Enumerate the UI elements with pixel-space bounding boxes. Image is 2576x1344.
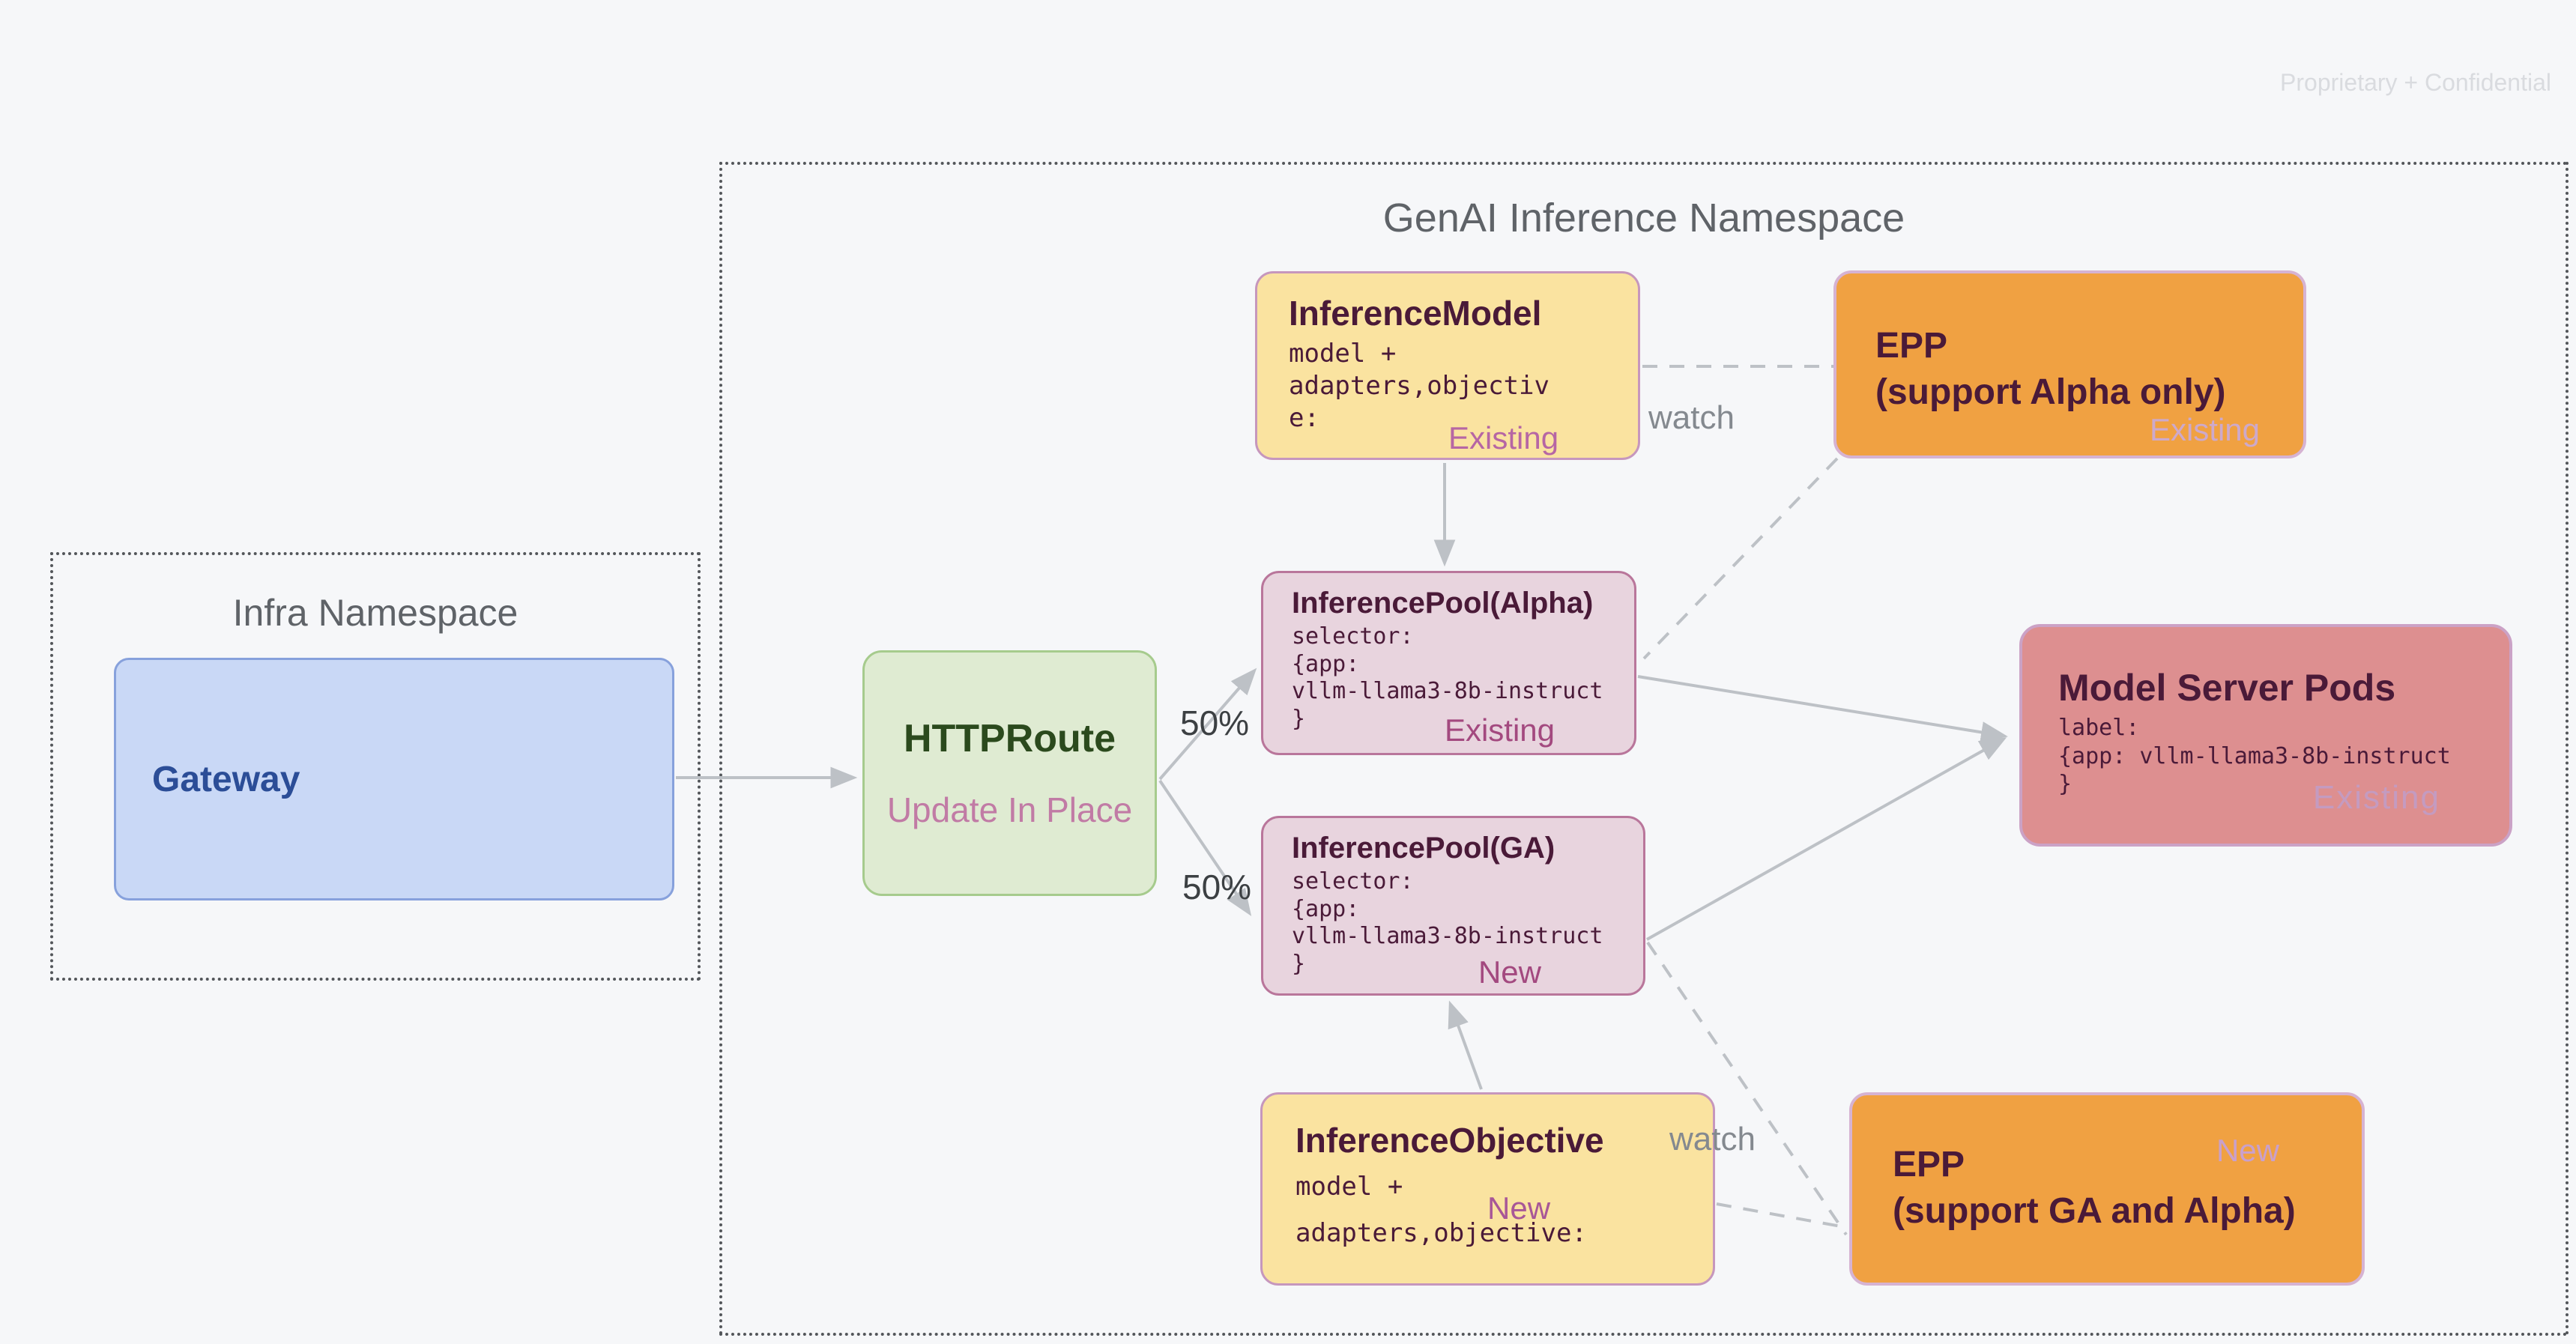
inference-model-spec: model + adapters,objectiv e: <box>1289 339 1549 433</box>
epp-ga-title: EPP (support GA and Alpha) <box>1893 1145 2296 1232</box>
pool-ga-status-badge: New <box>1478 954 1541 990</box>
node-inference-model: InferenceModel model + adapters,objectiv… <box>1255 271 1640 460</box>
node-inference-pool-ga: InferencePool(GA) selector: {app: vllm-l… <box>1261 816 1645 996</box>
model-pods-title: Model Server Pods <box>2058 667 2396 709</box>
arrow-httproute-to-pool-ga <box>1158 779 1252 916</box>
epp-ga-status-badge: New <box>2216 1133 2279 1168</box>
dashed-epp-alpha-to-pool-alpha <box>1642 457 1839 660</box>
traffic-split-label-top: 50% <box>1180 703 1250 742</box>
watch-label-top: watch <box>1648 399 1735 436</box>
pool-alpha-status-badge: Existing <box>1444 712 1555 748</box>
watch-label-bottom: watch <box>1669 1121 1756 1157</box>
node-model-server-pods: Model Server Pods label: {app: vllm-llam… <box>2019 624 2512 847</box>
node-inference-objective: InferenceObjective model + adapters,obje… <box>1260 1092 1715 1286</box>
node-epp-ga: EPP (support GA and Alpha) New <box>1849 1092 2365 1286</box>
dashed-pool-ga-to-epp-ga <box>1646 941 1848 1236</box>
pool-alpha-title: InferencePool(Alpha) <box>1292 587 1594 620</box>
genai-namespace-title: GenAI Inference Namespace <box>1382 196 1905 240</box>
node-httproute: HTTPRoute Update In Place <box>862 650 1157 896</box>
inference-model-title: InferenceModel <box>1289 294 1542 333</box>
epp-alpha-title: EPP (support Alpha only) <box>1875 326 2226 413</box>
model-pods-status-badge: Existing <box>2312 779 2440 816</box>
pool-alpha-selector: selector: {app: vllm-llama3-8b-instruct … <box>1292 623 1603 732</box>
epp-alpha-status-badge: Existing <box>2149 412 2260 447</box>
httproute-subtitle: Update In Place <box>886 790 1133 829</box>
inference-objective-spec-line1: model + <box>1295 1172 1403 1202</box>
arrow-pool-ga-to-pods <box>1646 737 2007 941</box>
inference-objective-spec-line2: adapters,objective: <box>1295 1218 1587 1249</box>
node-inference-pool-alpha: InferencePool(Alpha) selector: {app: vll… <box>1261 571 1636 755</box>
infra-namespace-title: Infra Namespace <box>232 592 518 634</box>
infra-namespace-boundary: Infra Namespace <box>50 552 701 981</box>
model-pods-label: label: {app: vllm-llama3-8b-instruct } <box>2058 715 2451 797</box>
pool-ga-title: InferencePool(GA) <box>1292 832 1555 865</box>
inference-model-status-badge: Existing <box>1448 420 1559 455</box>
watermark-text: Proprietary + Confidential <box>2280 69 2551 96</box>
node-gateway: Gateway <box>114 658 674 900</box>
arrow-inferenceobjective-to-pool-ga <box>1448 1000 1483 1090</box>
traffic-split-label-bottom: 50% <box>1182 868 1252 906</box>
dashed-inferenceobjective-to-epp-ga <box>1716 1202 1850 1229</box>
httproute-title: HTTPRoute <box>903 717 1116 760</box>
pool-ga-selector: selector: {app: vllm-llama3-8b-instruct … <box>1292 868 1603 977</box>
node-epp-alpha: EPP (support Alpha only) Existing <box>1833 270 2306 458</box>
gateway-title: Gateway <box>152 759 300 799</box>
genai-namespace-boundary: GenAI Inference Namespace <box>719 162 2569 1336</box>
inference-objective-title: InferenceObjective <box>1295 1121 1604 1160</box>
arrow-httproute-to-pool-alpha <box>1158 668 1257 781</box>
inference-objective-status-badge: New <box>1487 1190 1551 1226</box>
arrow-pool-alpha-to-pods <box>1637 675 2008 743</box>
